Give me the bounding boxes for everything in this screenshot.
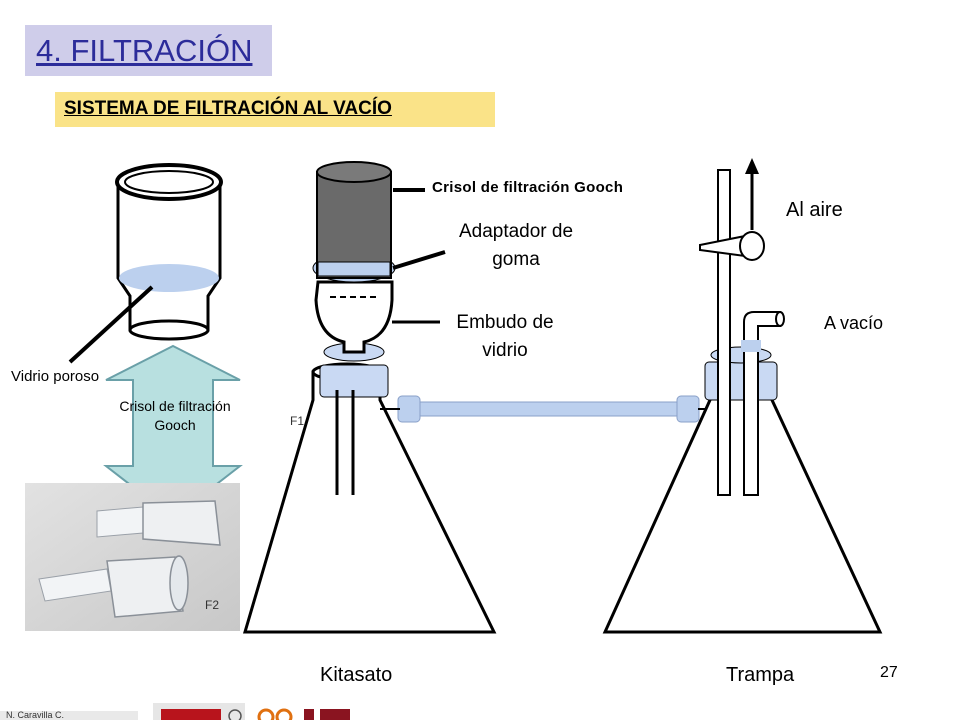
label-adaptador-goma: Adaptador de goma bbox=[458, 221, 574, 270]
arrow-label: Crisol de filtración Gooch bbox=[119, 398, 231, 433]
crucible-on-funnel bbox=[316, 161, 392, 279]
vidrio-poroso-pointer bbox=[68, 285, 154, 364]
figure-ref-f2: F2 bbox=[205, 598, 220, 612]
connecting-tube bbox=[380, 395, 712, 423]
university-logo bbox=[153, 703, 245, 720]
label-kitasato: Kitasato bbox=[320, 664, 393, 686]
subtitle-background bbox=[55, 92, 495, 127]
label-a-vacio: A vacío bbox=[824, 313, 884, 333]
label-crisol-gooch: Crisol de filtración Gooch bbox=[432, 179, 624, 196]
funnel bbox=[314, 280, 394, 354]
label-trampa: Trampa bbox=[726, 664, 795, 686]
porous-glass-disc bbox=[119, 264, 219, 292]
label-al-aire: Al aire bbox=[786, 199, 843, 221]
page-subtitle: SISTEMA DE FILTRACIÓN AL VACÍO bbox=[64, 98, 392, 119]
footer-author: N. Caravilla C. bbox=[0, 711, 138, 720]
page-title: 4. FILTRACIÓN bbox=[36, 33, 253, 68]
title-background bbox=[25, 25, 272, 76]
figure-ref-f1: F1 bbox=[290, 414, 305, 428]
label-embudo-vidrio: Embudo de vidrio bbox=[456, 312, 554, 361]
kitasato-flask bbox=[242, 342, 497, 634]
gooch-crucible-drawing bbox=[68, 163, 223, 364]
ocw-um-logo bbox=[256, 703, 366, 720]
page-number: 27 bbox=[880, 664, 898, 681]
label-vidrio-poroso: Vidrio poroso bbox=[11, 368, 100, 385]
trap-stopper bbox=[704, 361, 778, 401]
adaptador-leader-line bbox=[392, 250, 446, 270]
trap-flask bbox=[602, 158, 883, 634]
crucibles-photo bbox=[25, 483, 240, 631]
